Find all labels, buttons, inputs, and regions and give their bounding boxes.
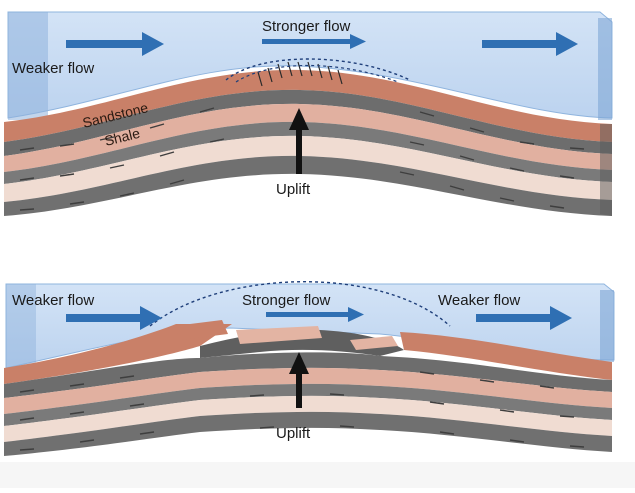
top-flow-envelope xyxy=(225,58,411,81)
bottom-weaker-flow-left-label: Weaker flow xyxy=(12,292,94,309)
top-rock-layers xyxy=(4,69,612,216)
top-shale-texture xyxy=(19,107,585,211)
bottom-shale-texture xyxy=(19,371,585,451)
bottom-panel: Weaker flow Stronger flow Weaker flow Up… xyxy=(4,281,615,456)
bottom-broken-slab-center xyxy=(236,326,322,344)
top-uplift-label: Uplift xyxy=(276,181,311,198)
top-crest-fractures xyxy=(257,61,343,87)
bottom-layer-sandstone-upper xyxy=(4,324,232,384)
bottom-layer-sandstone-upper-right xyxy=(400,332,612,380)
bottom-water-right-edge xyxy=(600,290,614,362)
bottom-weaker-flow-right-label: Weaker flow xyxy=(438,292,520,309)
top-water-right-edge xyxy=(598,18,612,120)
bottom-flow-envelope xyxy=(149,281,451,327)
top-water-left-edge xyxy=(8,12,48,120)
bottom-layer-shale-1 xyxy=(4,352,612,398)
top-uplift-arrow xyxy=(289,108,309,174)
bottom-broken-slab-left xyxy=(174,320,228,340)
top-right-flow-arrow xyxy=(482,32,578,56)
bottom-layer-shale-base xyxy=(4,411,612,456)
top-layer-sandstone-upper xyxy=(4,69,612,142)
top-flow-envelope-inner xyxy=(235,64,399,83)
bottom-broken-slab-right xyxy=(350,336,398,350)
top-weaker-flow-arrow xyxy=(66,32,164,56)
bottom-layer-pale-sand xyxy=(4,395,612,442)
footer-band xyxy=(0,462,635,488)
bottom-uplift-label: Uplift xyxy=(276,425,311,442)
top-layer-side-face xyxy=(600,124,612,216)
bottom-layer-sandstone-2 xyxy=(4,367,612,414)
top-layer-pale-sand xyxy=(4,135,612,202)
top-layer-shale-1 xyxy=(4,89,612,156)
bottom-stronger-flow-arrow xyxy=(266,307,364,322)
bottom-stronger-flow-label: Stronger flow xyxy=(242,292,331,309)
top-panel: Weaker flow Stronger flow Sandstone Shal… xyxy=(4,11,613,216)
top-weaker-flow-label: Weaker flow xyxy=(12,60,94,77)
top-layer-shale-base xyxy=(4,155,612,216)
top-stronger-flow-arrow xyxy=(262,34,366,49)
bottom-uplift-arrow xyxy=(289,352,309,408)
top-layer-sandstone-2 xyxy=(4,103,612,172)
bottom-layer-shale-2 xyxy=(4,383,612,426)
bottom-weaker-flow-arrow-left xyxy=(66,306,162,330)
bottom-water-left-edge xyxy=(6,284,36,368)
top-stronger-flow-label: Stronger flow xyxy=(262,18,351,35)
top-layer-shale-2 xyxy=(4,121,612,184)
bottom-weaker-flow-arrow-right xyxy=(476,306,572,330)
bottom-rock-layers xyxy=(4,320,612,456)
